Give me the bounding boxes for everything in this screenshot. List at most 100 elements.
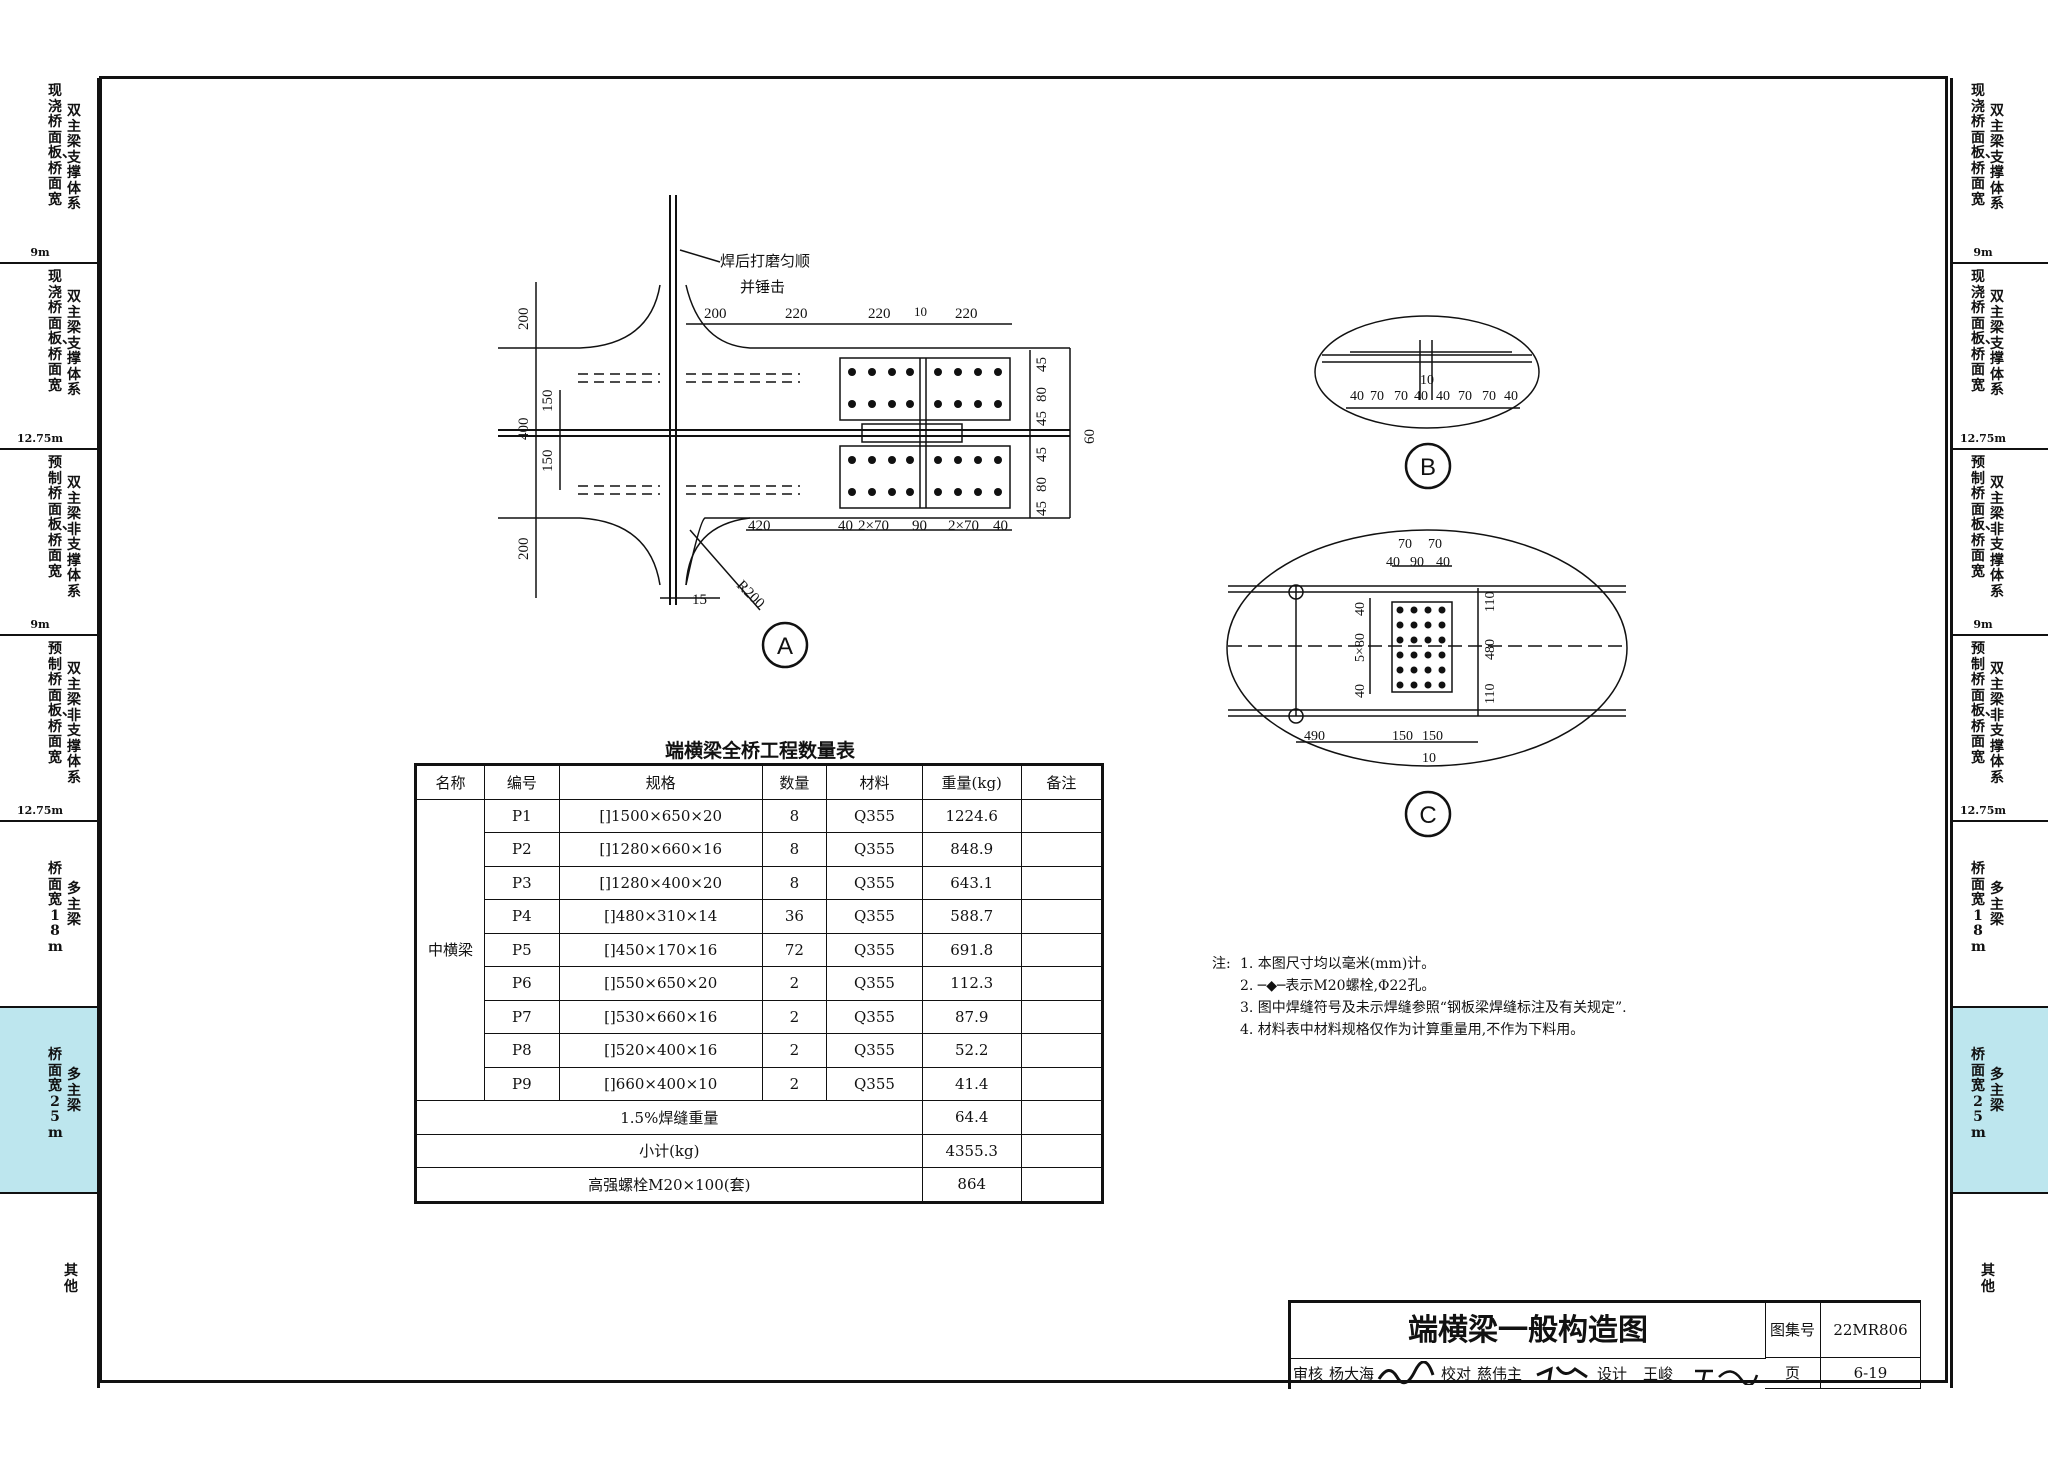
bolt [1424,651,1432,659]
dim-c-right-2: 110 [1483,684,1498,704]
dim-a-right-6: 45 [1034,501,1050,516]
table-cell: 691.8 [921,932,1022,967]
section-tab-6[interactable]: 其他 [1953,1194,2048,1388]
table-cell: []1500×650×20 [558,798,763,833]
callout-c-label: C [1419,802,1436,829]
bolt [1410,651,1418,659]
bolt [1396,636,1404,644]
section-tab-label: 桥面宽25m [1971,1047,1986,1141]
table-cell: 36 [761,899,828,934]
bolt [1396,606,1404,614]
note-2: 2. ─◆─表示M20螺栓,Φ22孔。 [1240,978,1436,994]
header-spec: 规格 [558,764,763,800]
title-block: 端横梁一般构造图 图集号 22MR806 页 6-19 审核 杨大海 校对 慈伟… [1288,1300,1921,1389]
table-cell: 72 [761,932,828,967]
bolt [1396,681,1404,689]
dim-a-bottom-2: 2×70 [858,518,889,534]
dim-a-top-1: 220 [785,306,808,322]
note-1: 1. 本图尺寸均以毫米(mm)计。 [1240,956,1436,972]
section-tab-sublabel: 多主梁 [67,881,81,928]
dim-a-top-4: 220 [955,306,978,322]
summary-remark [1020,1133,1104,1168]
detail-c-labels: 70 70 40 90 40 40 5×80 40 110 480 110 49… [1304,537,1498,766]
table-cell: []1280×400×20 [558,865,763,900]
table-cell: []520×400×16 [558,1033,763,1068]
section-tab-sublabel: 双主梁非支撑体系 [1990,661,2004,786]
table-cell: 588.7 [921,899,1022,934]
dim-a-bottom-4: 2×70 [948,518,979,534]
dim-c-top1-1: 70 [1428,537,1442,552]
table-cell: 52.2 [921,1033,1022,1068]
table-cell: P9 [483,1066,560,1101]
table-cell: 848.9 [921,832,1022,867]
callout-b-label: B [1420,454,1436,481]
section-tab-sublabel: 多主梁 [67,1067,81,1114]
detail-b-callout: B [1404,442,1452,490]
dim-a-left-3: 150 [540,450,556,473]
bolt [1410,666,1418,674]
dim-a-right-3: 60 [1082,429,1098,444]
dim-b-1: 70 [1370,389,1384,404]
detail-b [1314,315,1540,429]
header-remark: 备注 [1020,764,1104,800]
table-cell [1020,798,1104,833]
dim-a-top-2: 220 [868,306,891,322]
section-tab-label: 现浇桥面板、桥面宽 [1971,269,1999,394]
detail-c-callout: C [1404,790,1452,838]
table-cell: 2 [761,1066,828,1101]
table-cell: Q355 [826,1033,923,1068]
dim-c-left-2: 40 [1353,684,1368,698]
dim-a-right-2: 45 [1034,411,1050,426]
section-tab-label: 预制桥面板、桥面宽 [48,455,76,580]
drawing-title: 端横梁一般构造图 [1291,1303,1766,1359]
table-cell: Q355 [826,999,923,1034]
bolt [1424,621,1432,629]
table-cell: []480×310×14 [558,899,763,934]
table-cell: 643.1 [921,865,1022,900]
table-cell: []450×170×16 [558,932,763,967]
section-tab-width: 12.75m [1959,431,2007,445]
bolt [1424,681,1432,689]
dim-a-right-0: 45 [1034,357,1050,372]
summary-remark [1020,1100,1104,1135]
reviewer-signature [1375,1360,1439,1387]
detail-a [498,195,1071,611]
table-cell: Q355 [826,1066,923,1101]
dim-c-gap: 10 [1422,751,1436,766]
section-tab-6[interactable]: 其他 [0,1194,97,1388]
header-material: 材料 [826,764,923,800]
dim-c-top2-1: 90 [1410,555,1424,570]
section-tab-5[interactable]: 桥面宽25m 多主梁 [0,1008,97,1194]
dim-c-bottom-2: 150 [1422,729,1443,744]
checker-name: 慈伟主 [1477,1365,1523,1383]
dim-a-left-2: 400 [516,418,532,441]
section-tab-label: 其他 [64,1263,78,1295]
header-count: 数量 [761,764,828,800]
table-cell: P3 [483,865,560,900]
section-tab-width: 12.75m [1959,803,2007,817]
review-label: 审核 [1293,1365,1324,1383]
bolt [1438,681,1446,689]
section-tab-label: 桥面宽25m [48,1047,63,1141]
dim-b-2: 70 [1394,389,1408,404]
dim-a-radius: R200 [733,578,767,612]
table-cell: Q355 [826,899,923,934]
bolt [1424,636,1432,644]
bolt [1410,681,1418,689]
dim-a-left-0: 200 [516,308,532,331]
dim-c-top2-0: 40 [1386,555,1400,570]
